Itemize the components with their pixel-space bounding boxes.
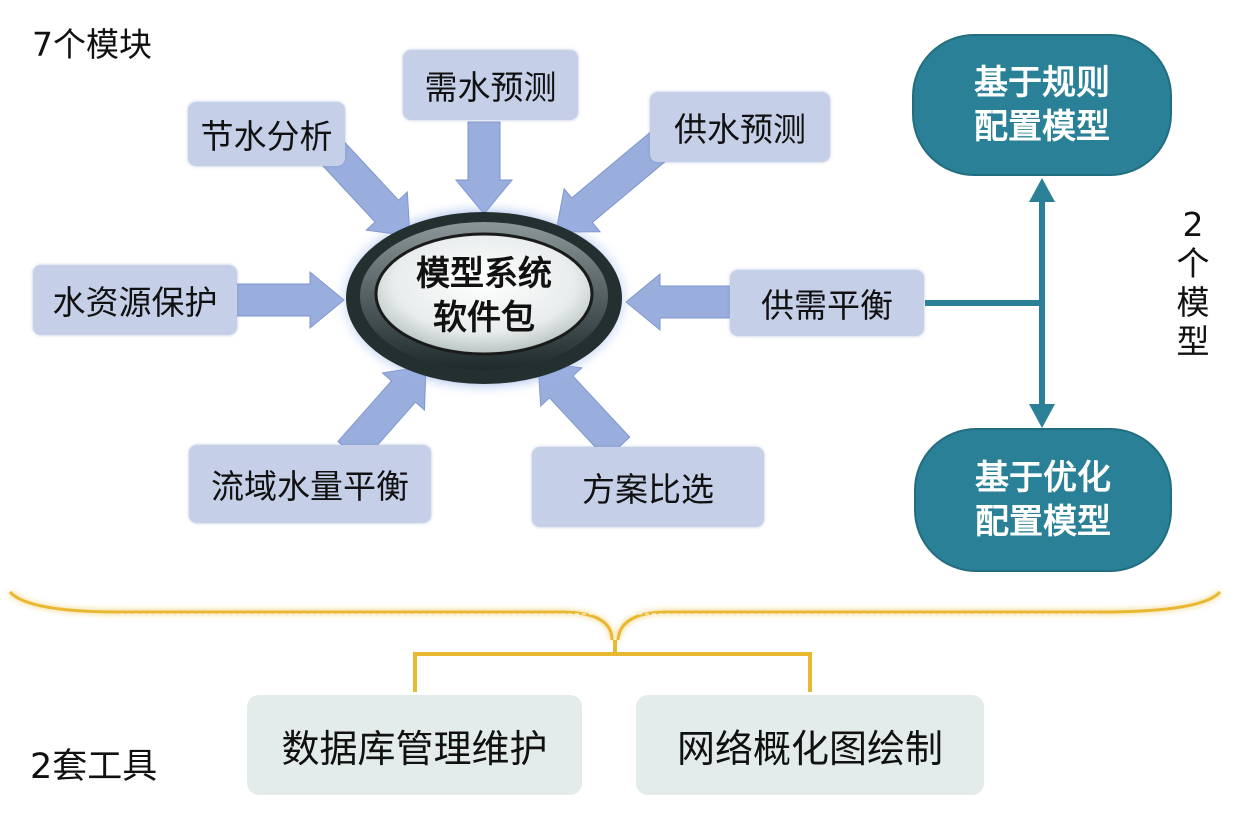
tools-count-label: 2套工具 xyxy=(30,747,158,787)
hub-label-line2: 软件包 xyxy=(433,298,535,338)
module-resource-protection: 水资源保护 xyxy=(33,265,237,335)
module-arrows xyxy=(235,121,733,464)
module-basin-balance: 流域水量平衡 xyxy=(189,445,431,523)
model-rule-based-line1: 基于规则 xyxy=(974,63,1110,103)
module-supply-demand-balance: 供需平衡 xyxy=(730,270,924,336)
models-count-char: 模 xyxy=(1176,283,1210,322)
model-optimization-line1: 基于优化 xyxy=(975,458,1111,498)
tool-database-maintenance: 数据库管理维护 xyxy=(247,695,582,795)
models-count-char: 个 xyxy=(1176,244,1210,283)
model-optimization-line2: 配置模型 xyxy=(975,502,1111,542)
hub-label-line1: 模型系统 xyxy=(416,254,552,294)
tools-brace xyxy=(8,590,1222,692)
model-optimization: 基于优化 配置模型 xyxy=(914,428,1172,572)
hub-label: 模型系统 软件包 xyxy=(380,246,588,346)
module-demand-forecast: 需水预测 xyxy=(403,50,578,120)
models-count-char: 2 xyxy=(1182,205,1204,244)
models-count-char: 型 xyxy=(1176,322,1210,361)
model-rule-based: 基于规则 配置模型 xyxy=(912,34,1172,176)
arrow-resource-protection xyxy=(235,270,345,330)
hub-core xyxy=(374,232,594,356)
models-connector xyxy=(925,178,1055,428)
models-count-label: 2 个 模 型 xyxy=(1172,205,1214,361)
module-scheme-selection: 方案比选 xyxy=(532,447,764,527)
tool-network-drawing: 网络概化图绘制 xyxy=(636,695,984,795)
arrow-demand-forecast xyxy=(454,121,514,215)
modules-count-label: 7个模块 xyxy=(32,25,152,64)
arrow-supply-demand xyxy=(625,272,733,332)
module-water-saving: 节水分析 xyxy=(188,102,345,166)
module-supply-forecast: 供水预测 xyxy=(650,92,830,162)
model-rule-based-line2: 配置模型 xyxy=(974,107,1110,147)
